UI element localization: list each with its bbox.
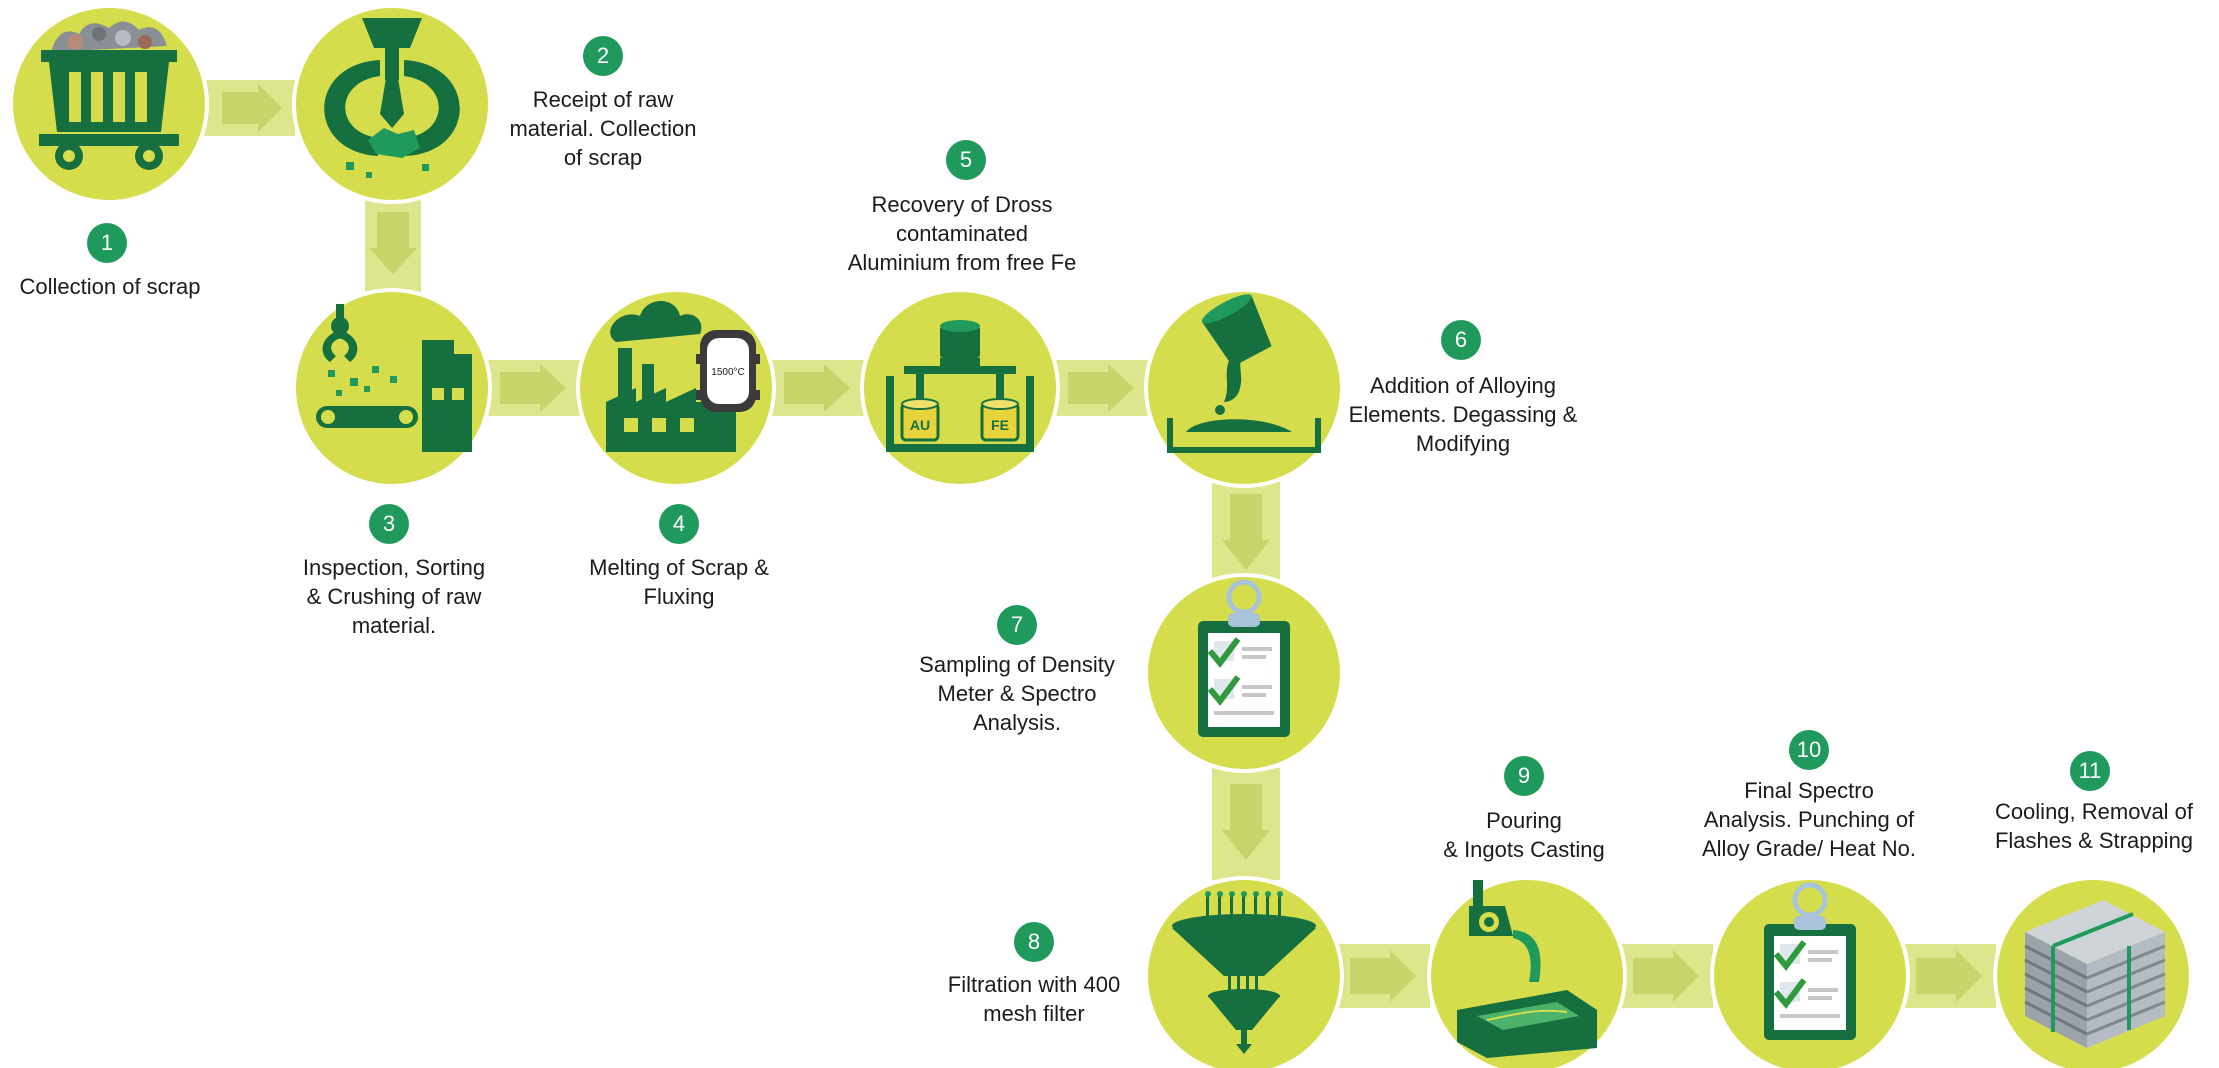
step-10-label: Final Spectro Analysis. Punching of Allo… (1702, 778, 1916, 861)
tank-label-fe: FE (991, 417, 1009, 433)
step-4-number: 4 (659, 504, 699, 544)
step-7-number: 7 (997, 605, 1037, 645)
ingot-mould-icon (1457, 880, 1597, 1058)
step-3-label: Inspection, Sorting & Crushing of raw ma… (302, 555, 486, 638)
step-11-number: 11 (2070, 751, 2110, 791)
separation-tank-icon: AU FE (886, 320, 1034, 452)
step-6-circle (1144, 288, 1344, 488)
arrow-7-8 (1212, 768, 1280, 880)
furnace-factory-icon: 1500°C (606, 301, 760, 452)
step-1-label: Collection of scrap (19, 274, 201, 299)
step-3-number: 3 (369, 504, 409, 544)
arrow-8-9 (1338, 944, 1430, 1008)
step-11-label: Cooling, Removal of Flashes & Strapping (1994, 799, 2194, 853)
step-5-label: Recovery of Dross contaminated Aluminium… (847, 192, 1077, 275)
grab-claw-icon (324, 18, 460, 178)
step-10-number: 10 (1789, 730, 1829, 770)
step-8-label: Filtration with 400 mesh filter (947, 972, 1121, 1026)
arrow-1-2 (203, 80, 295, 136)
filter-funnel-icon (1172, 891, 1316, 1054)
pouring-bucket-icon (1167, 294, 1321, 453)
step-4-label: Melting of Scrap & Fluxing (589, 555, 769, 609)
step-7-label: Sampling of Density Meter & Spectro Anal… (919, 652, 1115, 735)
arrow-4-5 (771, 360, 865, 416)
arrow-6-7 (1212, 478, 1280, 590)
arrow-2-3 (365, 198, 421, 294)
ingot-stack-icon (2024, 900, 2166, 1048)
arrow-3-4 (488, 360, 580, 416)
step-circles (9, 4, 2193, 1068)
step-5-number: 5 (946, 140, 986, 180)
arrow-10-11 (1904, 944, 1996, 1008)
step-9-number: 9 (1504, 756, 1544, 796)
tank-label-au: AU (910, 417, 930, 433)
connector-arrows (203, 80, 1996, 1008)
step-2-label: Receipt of raw material. Collection of s… (509, 87, 697, 170)
furnace-temperature: 1500°C (711, 367, 744, 378)
arrow-9-10 (1621, 944, 1713, 1008)
step-6-label: Addition of Alloying Elements. Degassing… (1348, 373, 1578, 456)
step-8-number: 8 (1014, 922, 1054, 962)
crusher-conveyor-icon (316, 304, 472, 452)
step-2-number: 2 (583, 36, 623, 76)
step-9-label: Pouring & Ingots Casting (1443, 808, 1605, 862)
arrow-5-6 (1055, 360, 1149, 416)
step-6-number: 6 (1441, 320, 1481, 360)
scrap-cart-icon (39, 21, 179, 170)
step-1-number: 1 (87, 223, 127, 263)
